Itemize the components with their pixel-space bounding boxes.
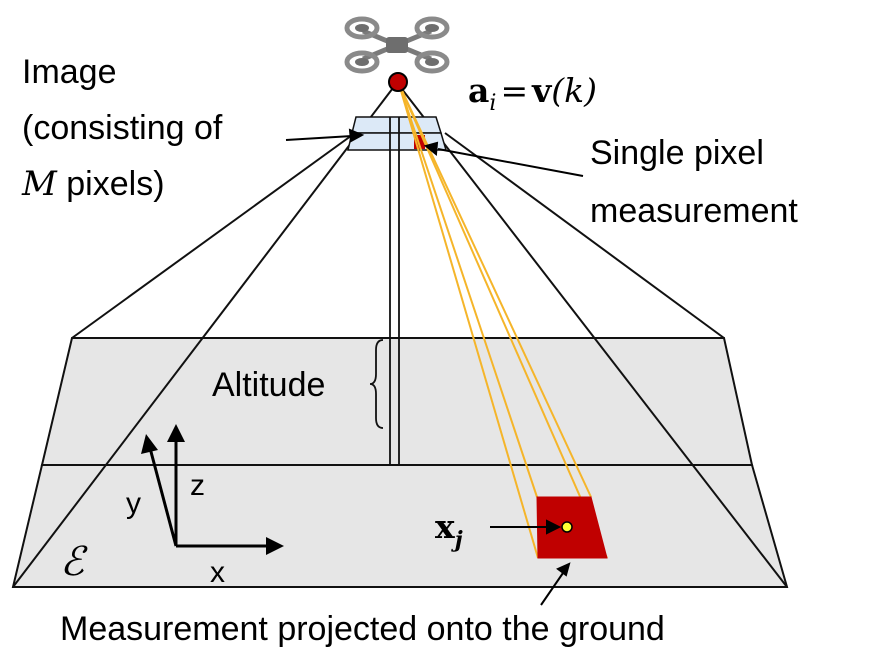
ground-near-region bbox=[11, 464, 789, 588]
frustum-edge-near-left bbox=[12, 83, 397, 588]
frustum-edge-far-right bbox=[444, 132, 725, 339]
axis-y-label: y bbox=[126, 487, 141, 520]
environment-symbol: ℰ bbox=[60, 539, 88, 585]
projected-point-marker bbox=[561, 521, 573, 533]
camera-center bbox=[388, 72, 408, 92]
footprint-leader-line bbox=[540, 572, 564, 606]
quadcopter-drone-icon bbox=[344, 16, 450, 74]
coordinate-axes bbox=[148, 438, 270, 548]
ground-plane bbox=[11, 337, 789, 588]
axis-x-label: x bbox=[210, 556, 225, 589]
single-pixel-label-line1: Single pixel bbox=[590, 134, 764, 172]
image-label-line1: Image bbox=[22, 53, 117, 91]
ground-caption: Measurement projected onto the ground bbox=[60, 610, 665, 648]
image-label-line2: (consisting of bbox=[22, 109, 223, 147]
image-label-line3: M pixels) bbox=[21, 164, 165, 204]
projection-rays bbox=[398, 83, 608, 559]
camera-frustum bbox=[12, 83, 788, 588]
image-plane-top bbox=[351, 116, 443, 134]
altitude-label: Altitude bbox=[212, 366, 325, 404]
single-pixel-label-line2: measurement bbox=[590, 192, 798, 230]
axis-arrowheads bbox=[141, 424, 284, 555]
frustum-edge-far-left bbox=[71, 132, 356, 339]
pixel-leader-line bbox=[437, 148, 584, 177]
axis-z-label: z bbox=[190, 469, 205, 502]
pose-equation: ai=v(k) bbox=[468, 71, 597, 116]
image-leader-line bbox=[285, 135, 353, 141]
altitude-brace bbox=[369, 339, 384, 429]
frustum-edge-near-right bbox=[397, 83, 788, 588]
single-pixel bbox=[414, 135, 425, 149]
axis-y-line bbox=[148, 447, 178, 547]
leader-arrows bbox=[285, 128, 584, 606]
altitude-indicator bbox=[369, 117, 400, 466]
